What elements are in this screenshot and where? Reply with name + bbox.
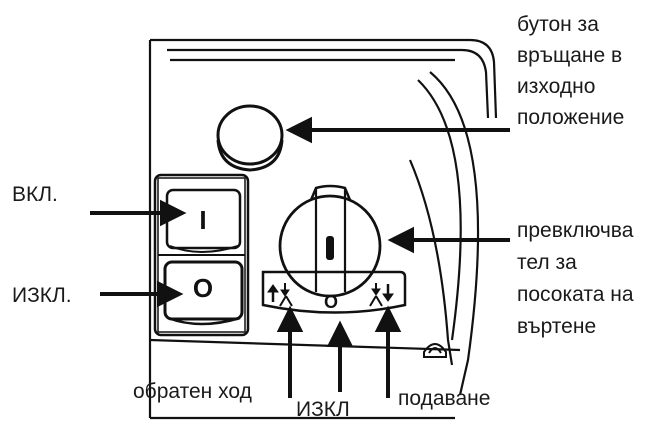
direction-switch-label-line: посоката на (517, 283, 634, 306)
lock-icon (423, 343, 447, 358)
dial-off-symbol: O (324, 292, 338, 312)
power-switch (153, 173, 250, 337)
off-position-label: ИЗКЛ (296, 398, 350, 421)
housing (148, 38, 498, 420)
on-label: ВКЛ. (12, 183, 58, 206)
reset-button-label-line: връщане в (517, 44, 623, 67)
reset-button-label-line: изходно (517, 75, 596, 98)
reverse-label: обратен ход (133, 380, 252, 403)
reset-button-label: бутон за връщане в изходно положение (517, 9, 624, 133)
reset-button-icon (216, 104, 284, 172)
drill-reverse-icon (267, 283, 293, 307)
direction-switch-label-line: превключва (517, 219, 634, 242)
on-symbol: I (199, 205, 206, 235)
feed-label: подаване (398, 387, 491, 410)
direction-switch-label: превключва тел за посоката на въртене (517, 215, 634, 343)
dial-plate (261, 270, 407, 314)
off-symbol: O (193, 273, 213, 303)
rotary-switch-icon (278, 184, 382, 298)
reset-button-label-line: положение (517, 106, 625, 129)
drill-forward-icon (369, 283, 394, 307)
off-label: ИЗКЛ. (12, 284, 72, 307)
direction-switch-label-line: въртене (517, 315, 597, 338)
dial-indicator (326, 236, 334, 260)
arrow-icon (90, 116, 510, 398)
reset-button-label-line: бутон за (517, 13, 599, 36)
direction-switch-label-line: тел за (517, 251, 577, 274)
